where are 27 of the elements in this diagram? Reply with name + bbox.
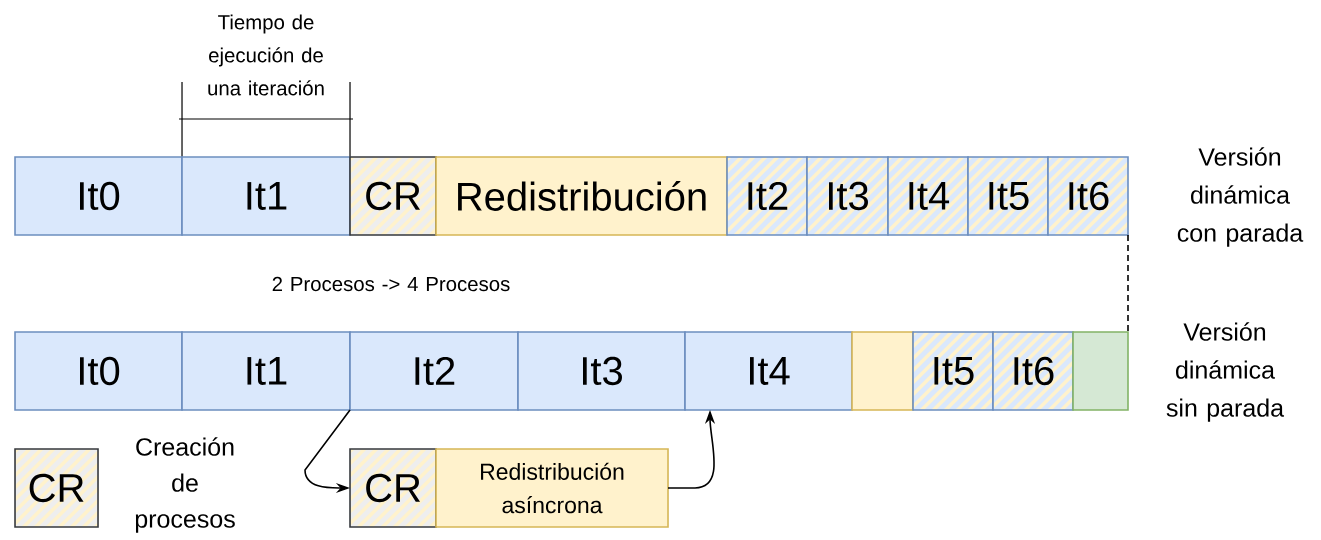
iteration-box: It4: [684, 331, 853, 411]
process-box: CR: [349, 448, 437, 528]
process-box: Redistribución asíncrona: [435, 448, 669, 528]
dimension-label: Tiempo de ejecución de una iteración: [208, 14, 324, 96]
iteration-box: It6: [1047, 156, 1129, 236]
iteration-box: It3: [806, 156, 889, 236]
iteration-box: It5: [967, 156, 1049, 236]
empty-box: [1072, 331, 1129, 411]
iteration-box: It0: [14, 156, 183, 236]
row-label: Versión dinámica sin parada: [1166, 322, 1285, 422]
iteration-box: It6: [992, 331, 1074, 411]
iteration-box: It3: [517, 331, 686, 411]
iteration-box: It4: [887, 156, 969, 236]
empty-box: [851, 331, 914, 411]
process-box: Redistribución: [435, 156, 728, 236]
process-box: CR: [349, 156, 437, 236]
iteration-box: It1: [181, 331, 351, 411]
iteration-box: It1: [181, 156, 351, 236]
legend-text: Creación de procesos: [135, 437, 235, 533]
iteration-box: It0: [14, 331, 183, 411]
note-text: 2 Procesos -> 4 Procesos: [272, 276, 510, 292]
iteration-box: It5: [912, 331, 994, 411]
iteration-box: It2: [349, 331, 519, 411]
dashed-line: [1127, 234, 1129, 333]
legend-box: CR: [14, 448, 99, 528]
iteration-box: It2: [726, 156, 808, 236]
row-label: Versión dinámica con parada: [1177, 147, 1304, 247]
